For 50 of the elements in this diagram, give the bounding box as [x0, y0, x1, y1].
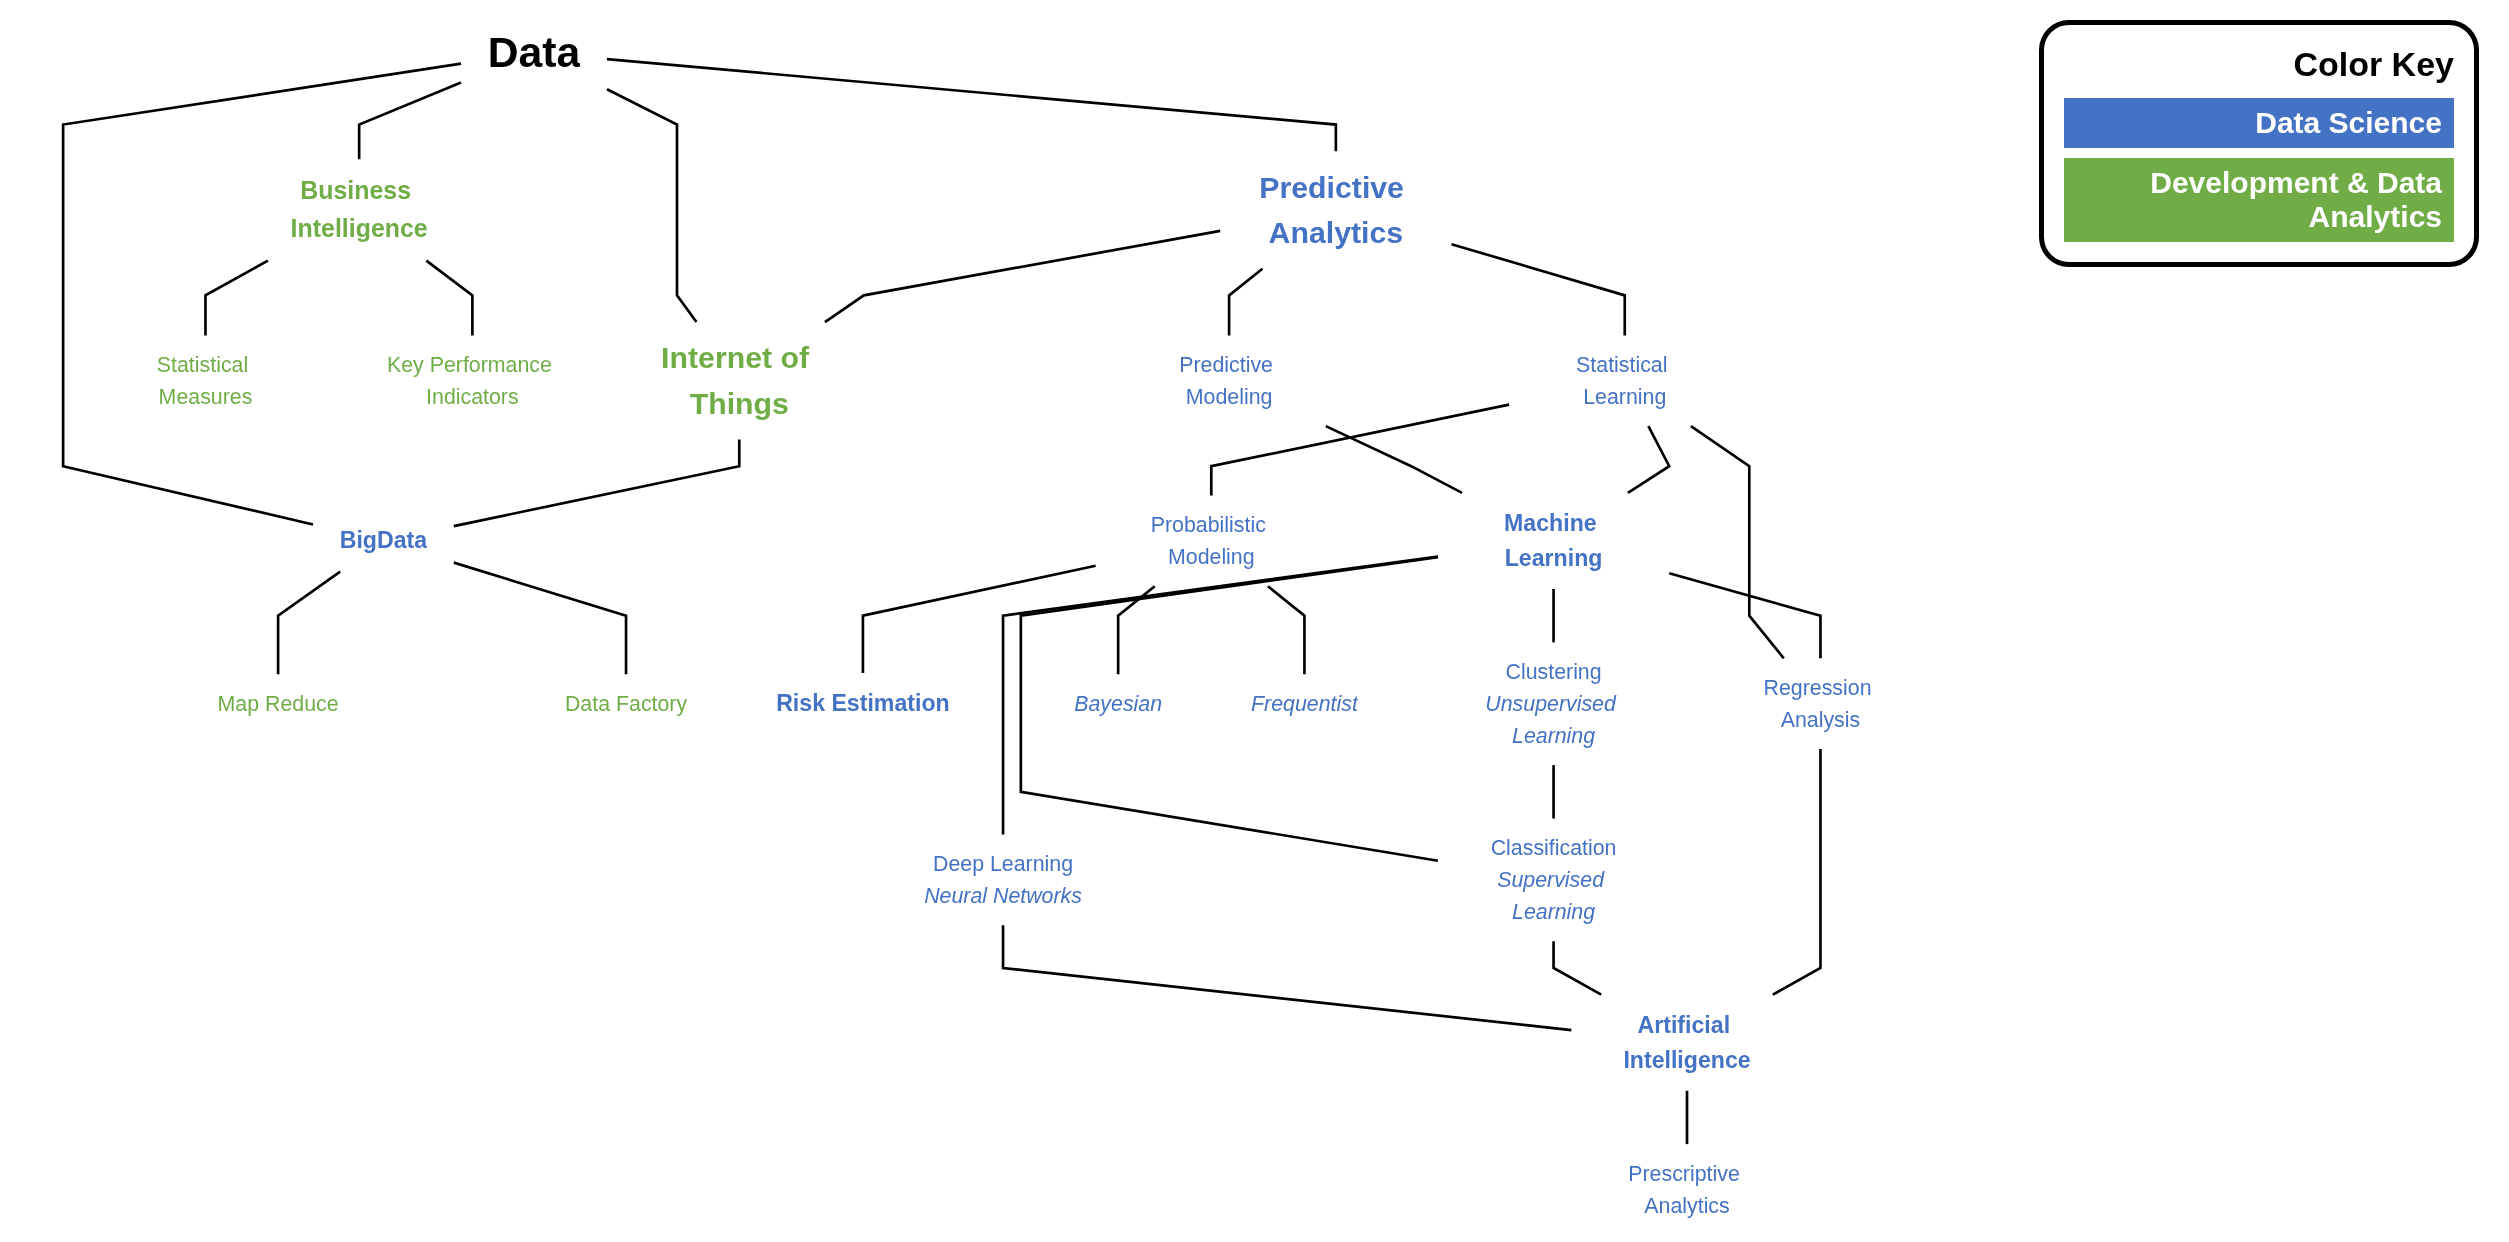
- node-text: Internet of Things: [661, 340, 810, 420]
- connector: [1210, 403, 1510, 496]
- node-text: Regression Analysis: [1763, 675, 1872, 732]
- connector: [1002, 925, 1572, 1032]
- connector: [1117, 585, 1156, 675]
- connector: [861, 564, 1097, 674]
- node-text: Key Performance Indicators: [387, 352, 553, 409]
- connector: [425, 259, 475, 336]
- connector: [1669, 572, 1823, 659]
- connector: [1451, 242, 1627, 336]
- connector: [62, 62, 462, 526]
- legend-title: Color Key: [2292, 45, 2454, 84]
- node-text: Predictive Analytics: [1259, 169, 1405, 250]
- connector: [1552, 588, 1556, 643]
- node-text: Statistical Measures: [157, 352, 253, 409]
- node-text: Map Reduce: [217, 691, 340, 716]
- node-text: Frequentist: [1251, 691, 1359, 716]
- node-text: Machine Learning: [1504, 509, 1603, 572]
- node-text: Artificial Intelligence: [1623, 1011, 1752, 1073]
- node-text: Predictive Modeling: [1179, 352, 1274, 409]
- connector: [1772, 749, 1823, 996]
- connector: [1690, 425, 1786, 660]
- connector: [358, 81, 462, 160]
- node-text: Clustering Unsupervised Learning: [1485, 659, 1617, 748]
- node-text: Risk Estimation: [776, 689, 951, 717]
- node-text: Deep Learning Neural Networks: [924, 851, 1083, 908]
- connector: [204, 259, 269, 336]
- connector: [1325, 424, 1464, 495]
- node-text: Classification Supervised Learning: [1491, 835, 1617, 924]
- connector: [453, 561, 628, 675]
- connector: [824, 229, 1221, 324]
- node-text: Data Factory: [565, 691, 688, 716]
- connector: [606, 88, 698, 323]
- connector: [277, 570, 342, 675]
- node-text: Data: [488, 28, 581, 76]
- connector: [1686, 1090, 1689, 1145]
- legend-item: Development & Data Analytics: [2064, 158, 2454, 242]
- node-text: Prescriptive Analytics: [1628, 1161, 1741, 1218]
- node-text: Bayesian: [1074, 691, 1163, 716]
- connector: [1228, 267, 1264, 336]
- connector: [453, 439, 741, 528]
- node-text: BigData: [340, 527, 428, 554]
- connector: [607, 57, 1338, 152]
- legend-item: Data Science: [2064, 98, 2454, 148]
- node-text: Statistical Learning: [1576, 352, 1668, 409]
- connector: [1267, 585, 1307, 675]
- connector: [1552, 765, 1556, 819]
- node-text: Probabilistic Modeling: [1151, 512, 1267, 569]
- connector: [1552, 941, 1603, 996]
- node-text: Business Intelligence: [290, 177, 429, 242]
